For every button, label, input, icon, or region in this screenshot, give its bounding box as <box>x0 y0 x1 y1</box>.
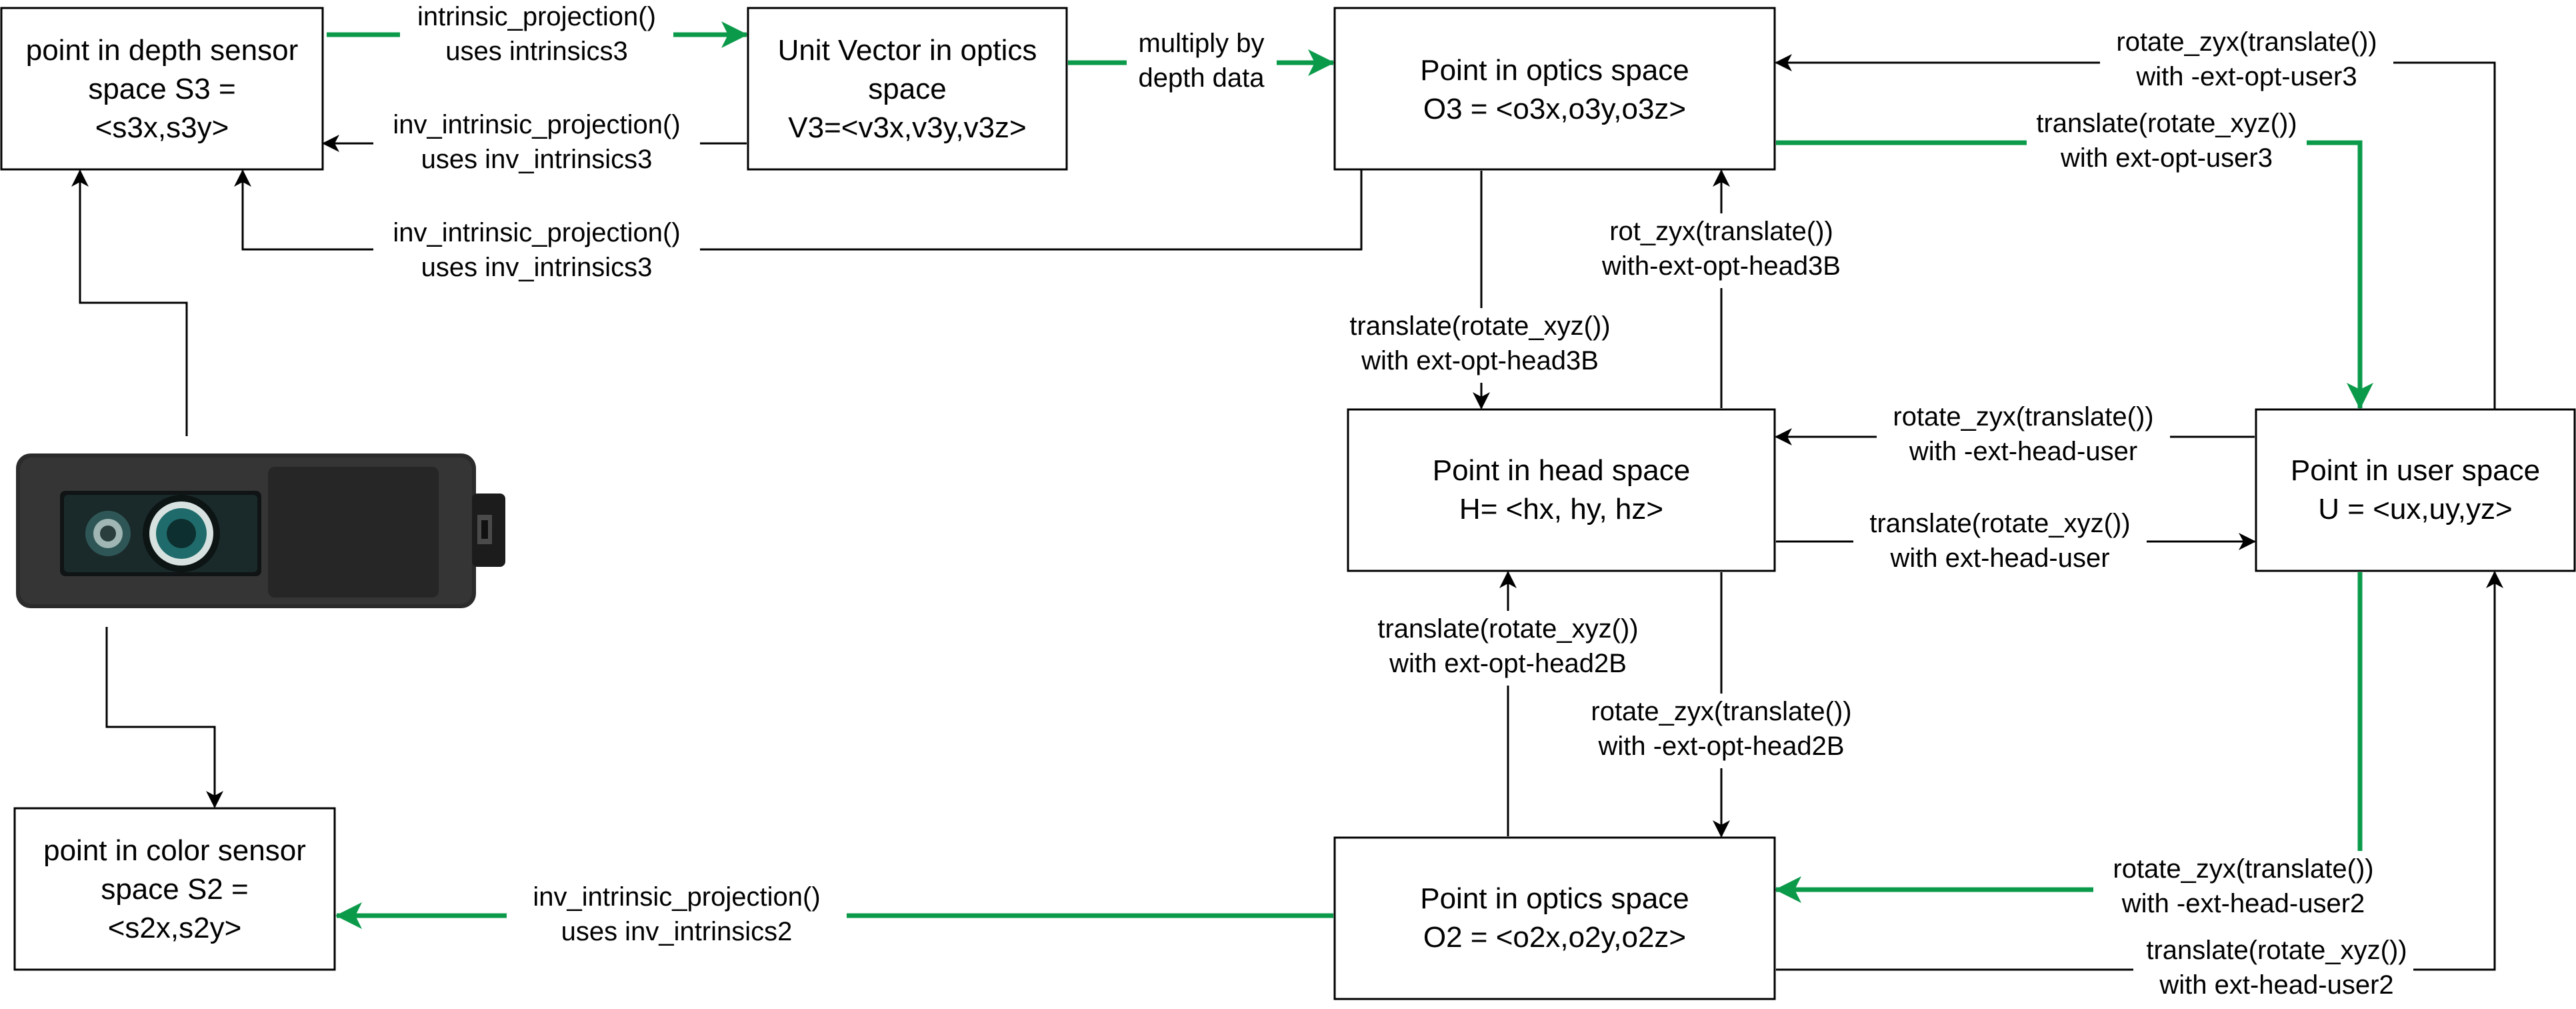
edge-label: uses inv_intrinsics3 <box>421 145 653 174</box>
edge-o3-to-h: translate(rotate_xyz()) with ext-opt-hea… <box>1337 171 1623 409</box>
edge-label: with-ext-opt-head3B <box>1601 251 1841 281</box>
edge-label: with -ext-head-user2 <box>2121 889 2365 918</box>
node-label: Point in optics space <box>1420 882 1689 915</box>
node-label: point in color sensor <box>43 834 306 867</box>
edge-v3-to-o3: multiply by depth data <box>1068 25 1335 100</box>
edge-o2-to-h: translate(rotate_xyz()) with ext-opt-hea… <box>1357 571 1660 836</box>
edge-label: multiply by <box>1139 29 1265 58</box>
edge-label: rotate_zyx(translate()) <box>1591 697 1851 726</box>
node-label: space <box>868 73 946 105</box>
node-user-space: Point in user space U = <ux,uy,yz> <box>2255 408 2576 572</box>
edge-u-to-o2: rotate_zyx(translate()) with -ext-head-u… <box>1775 572 2374 926</box>
edge-label: inv_intrinsic_projection() <box>393 218 680 247</box>
edge-label: uses intrinsics3 <box>445 37 627 66</box>
node-label: <s3x,s3y> <box>95 111 229 144</box>
node-label: space S2 = <box>101 873 248 906</box>
edge-label: uses inv_intrinsics3 <box>421 253 653 282</box>
edge-label: with -ext-head-user <box>1909 437 2137 466</box>
edge-label: rotate_zyx(translate()) <box>1893 402 2153 431</box>
edge-s3-to-v3: intrinsic_projection() uses intrinsics3 <box>327 0 748 69</box>
edge-h-to-o2: rotate_zyx(translate()) with -ext-opt-he… <box>1573 572 1873 838</box>
node-label: O2 = <o2x,o2y,o2z> <box>1423 921 1686 954</box>
node-label: O3 = <o3x,o3y,o3z> <box>1423 93 1686 125</box>
node-label: Point in optics space <box>1420 54 1689 87</box>
edge-label: with ext-opt-head2B <box>1389 649 1627 678</box>
node-label: <s2x,s2y> <box>108 912 242 944</box>
edge-label: with ext-opt-user3 <box>2060 143 2273 173</box>
node-label: H= <hx, hy, hz> <box>1459 493 1663 526</box>
node-label: Unit Vector in optics <box>778 34 1037 67</box>
node-depth-sensor-space: point in depth sensor space S3 = <s3x,s3… <box>0 7 324 171</box>
edge-label: inv_intrinsic_projection() <box>533 882 820 912</box>
edge-label: translate(rotate_xyz()) <box>1869 509 2130 538</box>
edge-label: intrinsic_projection() <box>417 2 656 31</box>
edge-camera-to-s2 <box>105 627 223 808</box>
edge-label: inv_intrinsic_projection() <box>393 110 680 139</box>
edge-label: with ext-head-user2 <box>2159 970 2393 1000</box>
edge-o3-to-s3: inv_intrinsic_projection() uses inv_intr… <box>234 169 1363 289</box>
node-label: V3=<v3x,v3y,v3z> <box>788 111 1027 144</box>
node-label: Point in head space <box>1433 454 1691 487</box>
edge-label: with ext-head-user <box>1889 544 2109 573</box>
edge-label: rotate_zyx(translate()) <box>2113 854 2373 884</box>
edge-label: rot_zyx(translate()) <box>1609 217 1833 246</box>
edge-u-to-h: rotate_zyx(translate()) with -ext-head-u… <box>1775 399 2255 473</box>
node-optics-space-o3: Point in optics space O3 = <o3x,o3y,o3z> <box>1333 7 1776 171</box>
edge-h-to-o3: rot_zyx(translate()) with-ext-opt-head3B <box>1573 169 1867 408</box>
depth-camera-icon <box>16 453 505 608</box>
node-head-space: Point in head space H= <hx, hy, hz> <box>1347 408 1776 572</box>
node-label: point in depth sensor <box>26 34 299 67</box>
edge-h-to-u: translate(rotate_xyz()) with ext-head-us… <box>1776 506 2256 580</box>
edge-label: translate(rotate_xyz()) <box>1349 311 1610 341</box>
node-optics-space-o2: Point in optics space O2 = <o2x,o2y,o2z> <box>1333 836 1776 1000</box>
node-label: Point in user space <box>2291 454 2540 487</box>
edge-camera-to-s3 <box>71 169 188 436</box>
edge-v3-to-s3: inv_intrinsic_projection() uses inv_intr… <box>322 107 747 180</box>
edge-label: with -ext-opt-user3 <box>2135 62 2357 91</box>
node-label: U = <ux,uy,yz> <box>2318 493 2512 526</box>
edge-u-to-o3: rotate_zyx(translate()) with -ext-opt-us… <box>1775 24 2496 409</box>
edge-label: translate(rotate_xyz()) <box>2036 109 2297 138</box>
node-label: space S3 = <box>88 73 235 105</box>
node-unit-vector-optics: Unit Vector in optics space V3=<v3x,v3y,… <box>747 7 1068 171</box>
edge-label: translate(rotate_xyz()) <box>2146 936 2407 965</box>
edge-o3-to-u: translate(rotate_xyz()) with ext-opt-use… <box>1776 105 2373 409</box>
node-color-sensor-space: point in color sensor space S2 = <s2x,s2… <box>13 807 336 971</box>
edge-label: with -ext-opt-head2B <box>1597 732 1844 761</box>
edge-label: rotate_zyx(translate()) <box>2116 27 2377 57</box>
edge-label: depth data <box>1138 63 1265 93</box>
edge-label: uses inv_intrinsics2 <box>561 917 793 946</box>
edge-o2-to-s2: inv_intrinsic_projection() uses inv_intr… <box>335 879 1333 954</box>
edge-label: translate(rotate_xyz()) <box>1377 614 1638 644</box>
edge-o2-to-u: translate(rotate_xyz()) with ext-head-us… <box>1776 571 2503 1006</box>
edge-label: with ext-opt-head3B <box>1361 346 1599 375</box>
